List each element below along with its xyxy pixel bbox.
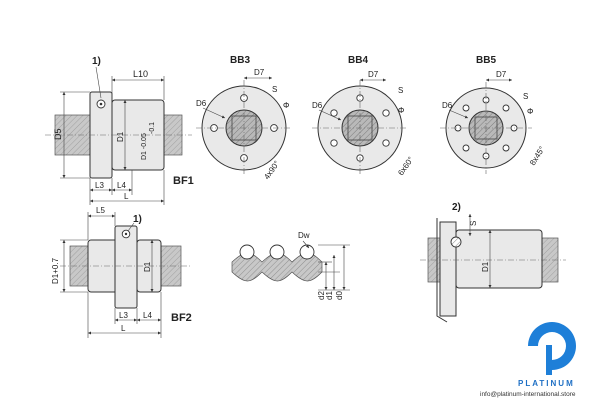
- label-bb5: BB5: [476, 55, 496, 66]
- callout-1-top: 1): [92, 56, 101, 67]
- dim-S-detail: S: [469, 221, 478, 226]
- brand-name: PLATINUM: [518, 379, 575, 388]
- bb5-view: BB5 D7 D6 S Φ 8x45°: [440, 55, 547, 174]
- bf2-view: 1) L5 D1+0.7 D1 L3 L4 L BF2: [51, 206, 192, 338]
- dim-D1-tolerance-lower: -0.1: [149, 122, 156, 134]
- dim-pattern-bb5: 8x45°: [528, 145, 547, 167]
- dim-D1-bf1: D1: [116, 131, 125, 142]
- dim-S-bb3: S: [272, 85, 277, 94]
- dim-L-bf2: L: [121, 324, 126, 333]
- dim-phi-bb5: Φ: [527, 107, 533, 116]
- dim-phi-bb4: Φ: [398, 106, 404, 115]
- logo-mark-icon: [528, 322, 576, 370]
- bf2-flange: [114, 225, 138, 309]
- dim-Dw: Dw: [298, 231, 310, 240]
- dim-L5: L5: [96, 206, 105, 215]
- ball-2: [269, 244, 285, 260]
- detail-flange: [439, 221, 457, 317]
- label-bb4: BB4: [348, 55, 368, 66]
- callout-1-bottom: 1): [133, 214, 142, 225]
- dim-D5: D5: [53, 128, 63, 140]
- bb3-view: BB3 D7 D6 S Φ 4x90°: [196, 55, 292, 181]
- dim-D6-bb5: D6: [442, 101, 453, 110]
- dim-D1-tolerance-upper: D1 -0.05: [141, 133, 148, 160]
- dim-L4-bf2: L4: [143, 311, 152, 320]
- dim-D1-detail: D1: [481, 261, 490, 272]
- dim-D6-bb3: D6: [196, 99, 207, 108]
- dim-D7-bb5: D7: [496, 70, 507, 79]
- label-bf1: BF1: [173, 175, 194, 187]
- brand-email: info@platinum-international.store: [480, 391, 576, 398]
- bf2-body-left: [87, 239, 119, 293]
- label-bb3: BB3: [230, 55, 250, 66]
- dim-phi-bb3: Φ: [283, 101, 289, 110]
- dim-L4-bf1: L4: [117, 181, 126, 190]
- dim-S-bb5: S: [523, 92, 528, 101]
- dim-D1-bf2-left: D1+0.7: [51, 257, 60, 284]
- detail-body: [455, 229, 543, 289]
- platinum-logo: PLATINUM info@platinum-international.sto…: [480, 322, 576, 398]
- callout-2: 2): [452, 202, 461, 213]
- dim-D7-bb4: D7: [368, 70, 379, 79]
- dim-d2: d2: [317, 291, 326, 300]
- ball-3: [299, 244, 315, 260]
- dim-pattern-bb4: 6x60°: [396, 155, 415, 177]
- dim-D6-bb4: D6: [312, 101, 323, 110]
- dim-L3-bf1: L3: [95, 181, 104, 190]
- dim-D1-bf2-right: D1: [143, 261, 152, 272]
- dim-L-bf1: L: [124, 192, 129, 201]
- dim-L10: L10: [133, 69, 148, 79]
- dim-d1: d1: [325, 291, 334, 300]
- dim-d0: d0: [335, 291, 344, 300]
- detail-2-view: 2) S D1: [420, 202, 566, 323]
- dim-D7-bb3: D7: [254, 68, 265, 77]
- label-bf2: BF2: [171, 312, 192, 324]
- ball-1: [239, 244, 255, 260]
- thread-detail-view: Dw d2 d1 d0: [231, 231, 350, 300]
- bf1-view: L10 1) D5 D1 D1 -0.05 -0.1 L3 L4 L BF1: [45, 56, 194, 205]
- dim-L3-bf2: L3: [119, 311, 128, 320]
- dim-S-bb4: S: [398, 86, 403, 95]
- bb4-view: BB4 D7 D6 S Φ 6x60°: [312, 55, 415, 177]
